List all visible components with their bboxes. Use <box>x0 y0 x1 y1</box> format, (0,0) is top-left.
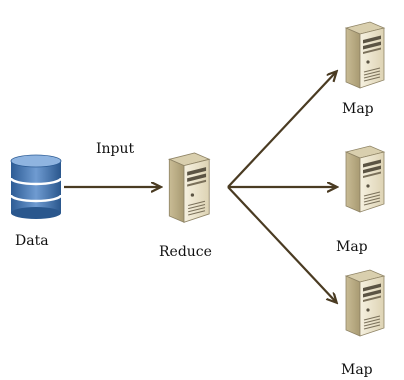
map-node-label-3: Map <box>341 362 373 378</box>
server-icon <box>168 152 210 223</box>
database-icon <box>9 154 63 219</box>
server-icon <box>345 21 385 89</box>
map-node-label-1: Map <box>342 101 374 117</box>
input-edge-label: Input <box>96 141 135 157</box>
reduce-node-label: Reduce <box>159 244 212 260</box>
server-icon <box>345 145 385 213</box>
data-node-label: Data <box>15 233 49 249</box>
reduce-to-map-1-arrow <box>227 72 336 188</box>
server-icon <box>345 269 385 337</box>
map-node-label-2: Map <box>336 239 368 255</box>
reduce-to-map-3-arrow <box>227 186 336 302</box>
